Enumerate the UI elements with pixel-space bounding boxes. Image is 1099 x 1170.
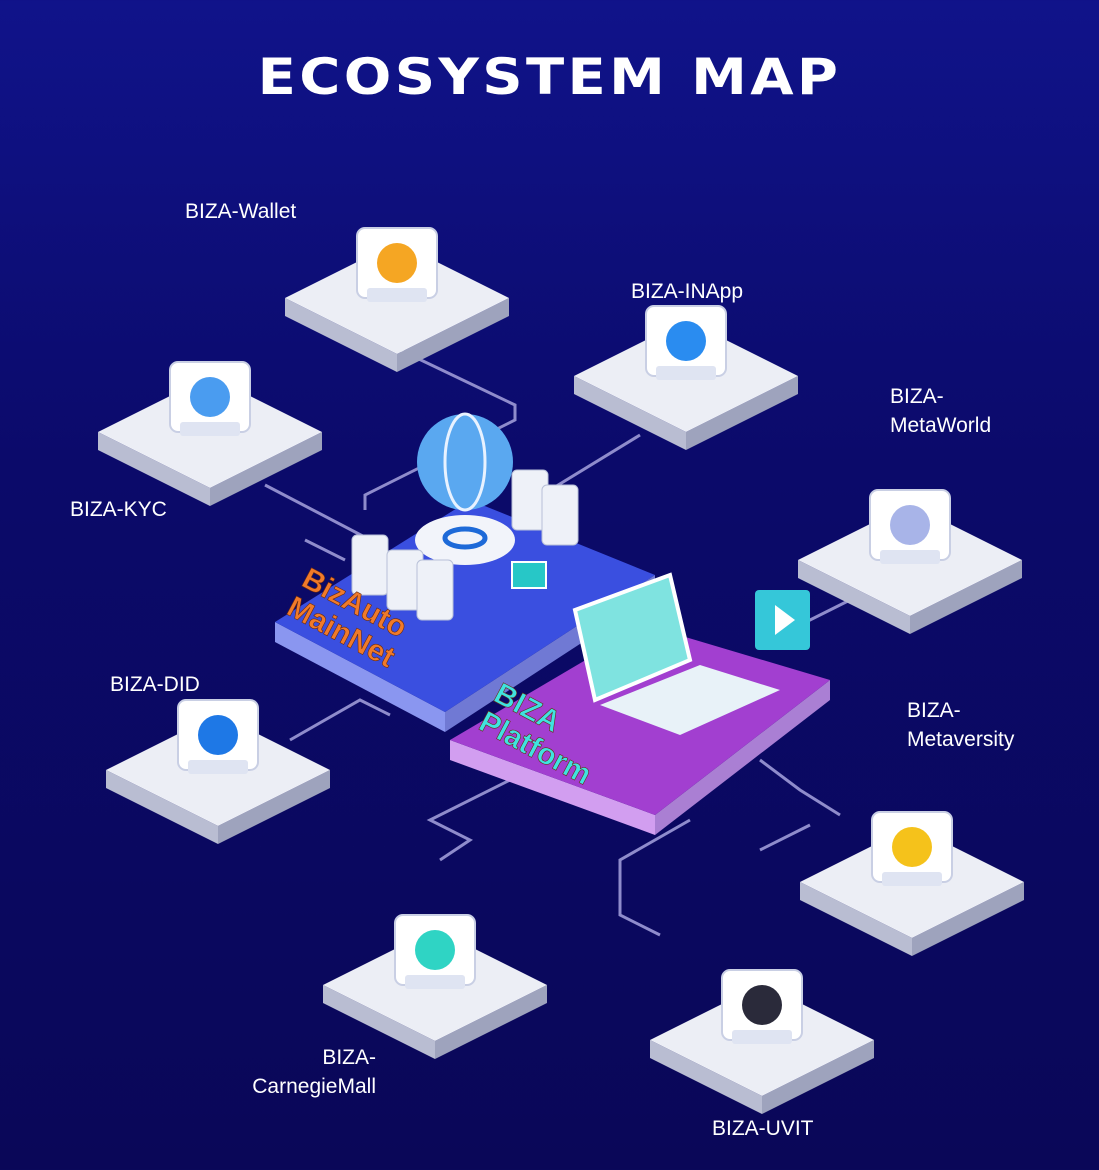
- tile-side-left: [98, 432, 210, 506]
- tile-side-right: [218, 770, 330, 844]
- node-uvit: [650, 969, 874, 1114]
- label-metaversity-line1: BIZA-: [907, 699, 961, 722]
- online-class-icon: [871, 811, 953, 886]
- page-title: ECOSYSTEM MAP: [257, 48, 842, 106]
- connector-extra-1: [304, 538, 346, 562]
- connector-uvit: [618, 818, 691, 937]
- connector-extra-2: [759, 823, 811, 852]
- tile-side-left: [323, 985, 435, 1059]
- connector-carnegiemall: [426, 778, 511, 862]
- label-kyc: BIZA-KYC: [70, 498, 167, 521]
- label-metaversity: BIZA- Metaversity: [907, 696, 1014, 754]
- mobile-payment-icon: [645, 305, 727, 380]
- bitcoin-server-icon: [356, 227, 438, 302]
- tile-side-right: [762, 1040, 874, 1114]
- node-metaversity: [800, 811, 1024, 956]
- label-metaworld-line1: BIZA-: [890, 385, 944, 408]
- tile-side-left: [285, 298, 397, 372]
- tile-side-left: [800, 882, 912, 956]
- tile-side-left: [650, 1040, 762, 1114]
- node-carnegiemall: [323, 914, 547, 1059]
- label-wallet: BIZA-Wallet: [185, 200, 297, 223]
- label-metaworld-line2: MetaWorld: [890, 414, 992, 437]
- node-metaworld: [798, 489, 1022, 634]
- label-carnegiemall-line1: BIZA-: [322, 1046, 376, 1069]
- server-rack-icon: [541, 484, 579, 546]
- tile-side-left: [574, 376, 686, 450]
- server-rack-icon: [416, 559, 454, 621]
- fingerprint-lock-icon: [169, 361, 251, 436]
- connector-lines: [264, 348, 851, 937]
- laptop-dashboard-icon: [572, 572, 780, 735]
- tile-side-right: [210, 432, 322, 506]
- label-metaversity-line2: Metaversity: [907, 728, 1015, 751]
- tile-side-right: [912, 882, 1024, 956]
- label-carnegiemall: BIZA- CarnegieMall: [238, 1043, 376, 1101]
- node-kyc: [98, 361, 322, 506]
- nft-icon: [721, 969, 803, 1044]
- tile-side-left: [106, 770, 218, 844]
- laptop-icon: [511, 561, 547, 589]
- connector-wallet: [363, 348, 517, 510]
- node-hub-icon: [415, 515, 515, 565]
- city-icon: [869, 489, 951, 564]
- globe-icon: [417, 412, 513, 512]
- tile-side-right: [435, 985, 547, 1059]
- connector-did: [289, 698, 391, 742]
- tile-side-left: [798, 560, 910, 634]
- label-did: BIZA-DID: [110, 673, 200, 696]
- node-inapp: [574, 305, 798, 450]
- node-did: [106, 699, 330, 844]
- mobile-shopping-icon: [394, 914, 476, 989]
- connector-metaversity: [759, 758, 841, 817]
- label-uvit: BIZA-UVIT: [712, 1117, 814, 1140]
- shield-keyhole-icon: [177, 699, 259, 774]
- tile-side-right: [910, 560, 1022, 634]
- connector-inapp: [549, 433, 641, 492]
- tile-side-right: [686, 376, 798, 450]
- label-metaworld: BIZA- MetaWorld: [890, 382, 991, 440]
- node-wallet: [285, 227, 509, 372]
- tile-side-right: [397, 298, 509, 372]
- label-inapp: BIZA-INApp: [631, 280, 744, 303]
- label-carnegiemall-line2: CarnegieMall: [252, 1075, 376, 1098]
